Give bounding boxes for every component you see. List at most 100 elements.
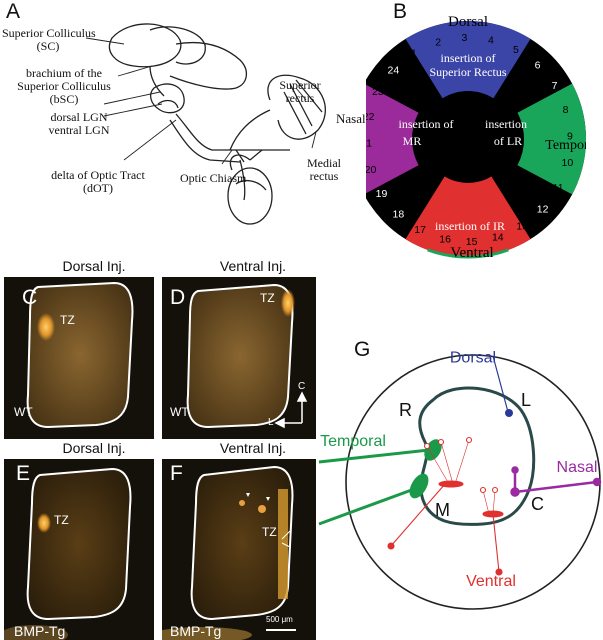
label-dot-line2: (dOT)	[83, 181, 113, 195]
sector-superior-rectus	[405, 21, 531, 99]
panel-letter-d: D	[170, 286, 186, 309]
label-dorsal-lgn: dorsal LGN	[50, 110, 108, 124]
panel-letter-g: G	[354, 338, 371, 361]
label-sr-line1-b: insertion of	[441, 51, 496, 65]
clock-number-24: 24	[388, 64, 400, 76]
label-superior-rectus: Superior rectus	[270, 79, 330, 105]
label-l: L	[521, 390, 531, 410]
lgn-outline-e	[26, 467, 132, 621]
axis-label-l: L	[268, 417, 274, 428]
label-mr-line2: rectus	[309, 169, 339, 183]
label-c-g: C	[531, 494, 544, 514]
clock-number-14: 14	[492, 232, 504, 244]
label-r: R	[399, 400, 412, 420]
clock-number-21: 21	[366, 138, 372, 150]
lgn-outline-f	[190, 465, 294, 621]
bsc-outline	[169, 41, 247, 90]
sector-lateral-rectus	[517, 83, 586, 195]
label-lr-line2-b: of LR	[494, 134, 522, 148]
panel-a-brain-drawing	[85, 23, 326, 225]
panel-letter-a: A	[6, 0, 21, 23]
label-bsc-line3: (bSC)	[49, 92, 79, 106]
label-sr-line2: rectus	[285, 91, 315, 105]
clock-number-4: 4	[488, 35, 494, 47]
clock-number-16: 16	[439, 233, 451, 245]
eye-disc	[366, 21, 586, 257]
label-optic-chiasm: Optic Chiasm	[180, 171, 247, 185]
label-mr-line1: Medial	[307, 156, 341, 170]
clock-number-18: 18	[393, 209, 405, 221]
label-nasal-g: Nasal	[557, 459, 598, 476]
sc-outline	[108, 23, 182, 68]
genotype-label-f: BMP-Tg	[170, 623, 222, 639]
lgn-outline-d	[186, 283, 294, 429]
label-ventral-b: Ventral	[450, 245, 493, 260]
label-dorsal-b: Dorsal	[448, 14, 488, 30]
clock-number-7: 7	[552, 80, 558, 92]
clock-number-22: 22	[366, 111, 375, 123]
label-sc-line2: (SC)	[36, 39, 60, 53]
clock-number-17: 17	[414, 224, 426, 236]
clock-number-5: 5	[513, 44, 519, 56]
genotype-label-c: WT	[14, 405, 33, 419]
label-sr-line2-b: Superior Rectus	[430, 65, 507, 79]
sector-medial-rectus	[366, 84, 419, 194]
clock-number-20: 20	[366, 164, 376, 176]
clock-number-2: 2	[435, 37, 441, 49]
label-medial-rectus: Medial rectus	[296, 157, 352, 183]
label-superior-colliculus: Superior Colliculus (SC)	[2, 26, 96, 53]
panel-f-title: Ventral Inj.	[219, 440, 287, 456]
tz-label-f: TZ	[262, 525, 277, 539]
panel-d-photo: TZ WT C L	[162, 277, 316, 439]
clock-number-8: 8	[563, 104, 569, 116]
clock-number-3: 3	[461, 32, 467, 44]
label-sc-line1: Superior Colliculus	[2, 26, 96, 40]
clock-number-1: 1	[411, 48, 417, 60]
clock-number-9: 9	[567, 130, 573, 142]
clock-number-15: 15	[466, 236, 478, 248]
label-temporal-b: Temporal	[545, 138, 586, 153]
panel-letter-e: E	[16, 462, 31, 485]
tz-label-e: TZ	[54, 513, 69, 527]
label-temporal-g: Temporal	[320, 433, 386, 450]
label-ir-b: insertion of IR	[435, 219, 505, 233]
panel-letter-b: B	[393, 0, 408, 23]
eye-outer-circle	[345, 354, 601, 610]
panel-e-title: Dorsal Inj.	[62, 440, 126, 456]
scale-bar-label: 500 μm	[266, 615, 293, 624]
eye-bottom	[227, 167, 273, 225]
panel-c-photo: TZ WT	[4, 277, 154, 439]
genotype-label-e: BMP-Tg	[14, 623, 66, 639]
panel-e-photo: TZ BMP-Tg	[4, 459, 154, 640]
label-dot-line1: delta of Optic Tract	[51, 168, 145, 182]
label-m: M	[435, 500, 450, 520]
tz-label-c: TZ	[60, 313, 75, 327]
label-nasal-a: Nasal	[336, 111, 366, 126]
label-bsc-line1: brachium of the	[26, 66, 102, 80]
label-ventral-lgn: ventral LGN	[48, 123, 110, 137]
clock-number-6: 6	[535, 59, 541, 71]
lgn-outline	[149, 83, 185, 114]
label-brachium: brachium of the Superior Colliculus (bSC…	[0, 67, 128, 106]
label-lr-line1-b: insertion	[485, 117, 527, 131]
clock-number-12: 12	[537, 204, 549, 216]
label-ventral-g: Ventral	[466, 573, 516, 590]
tz-label-d: TZ	[260, 291, 275, 305]
label-bsc-line2: Superior Colliculus	[17, 79, 111, 93]
panel-b-eye-diagram: 123456789101112131415161718192021222324 …	[366, 14, 586, 260]
ventral-rim-green	[427, 248, 509, 259]
lgn-outline-c	[26, 281, 134, 429]
eye-right	[267, 74, 326, 140]
label-lgn: dorsal LGN ventral LGN	[34, 111, 124, 137]
label-sr-line1: Superior	[279, 78, 321, 92]
panel-f-photo: TZ BMP-Tg 500 μm	[162, 459, 316, 640]
scale-bar	[266, 629, 296, 631]
panel-c-title: Dorsal Inj.	[62, 258, 126, 274]
label-dorsal-g: Dorsal	[450, 350, 496, 366]
temporal-marker-2	[409, 473, 429, 499]
panel-letter-f: F	[170, 462, 183, 485]
panel-d-title: Ventral Inj.	[219, 258, 287, 274]
panel-g-schematic: Dorsal Temporal Nasal Ventral R L M C	[318, 350, 602, 610]
label-mr-line2-b: MR	[403, 134, 422, 148]
